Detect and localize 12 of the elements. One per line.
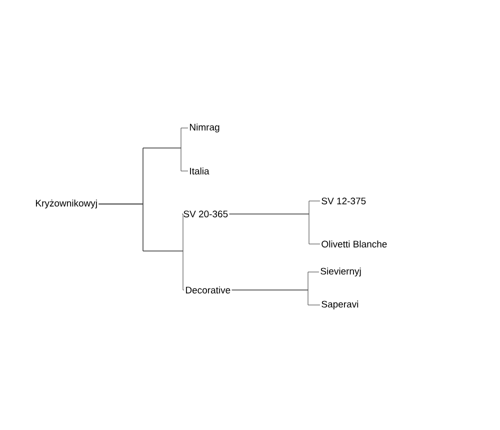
variety-label: Kryżownikowyj [36, 200, 97, 208]
tree-connector [229, 214, 320, 244]
variety-label: Italia [190, 168, 210, 174]
variety-label: Sieviernyj [320, 268, 361, 276]
variety-label: Decorative [186, 286, 230, 294]
variety-label: SV 12-375 [322, 198, 366, 204]
variety-label: Saperavi [322, 300, 358, 310]
variety-label: Nimrag [190, 124, 220, 132]
variety-label: SV 20-365 [184, 210, 228, 218]
tree-connector [98, 204, 184, 290]
variety-label: Olivetti Blanche [322, 240, 387, 248]
tree-connector [232, 290, 320, 306]
